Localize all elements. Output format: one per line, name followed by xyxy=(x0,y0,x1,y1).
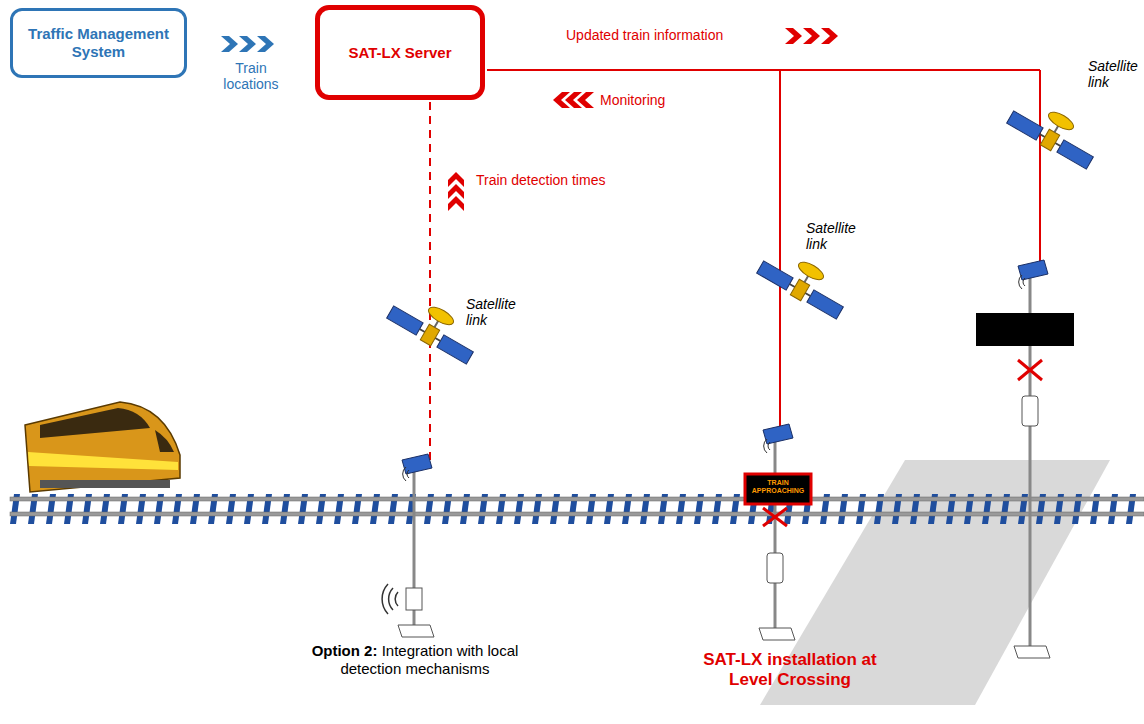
illustration-part xyxy=(25,402,180,492)
illustration-part xyxy=(577,92,594,108)
track xyxy=(10,490,1144,530)
detection-pole xyxy=(382,454,434,637)
chevron xyxy=(221,36,238,52)
illustration-part xyxy=(821,28,838,44)
server-wires xyxy=(430,70,1040,460)
illustration-part xyxy=(565,92,582,108)
link-label: Satellite link xyxy=(466,296,526,328)
system-box: Traffic Management System xyxy=(10,8,187,78)
crossing-pole xyxy=(976,260,1074,658)
option-caption: Option 2: Integration with local detecti… xyxy=(300,642,530,678)
illustration-part xyxy=(448,196,464,211)
crossing-pole xyxy=(745,424,811,640)
illustration-part xyxy=(155,430,174,452)
flow-arrow xyxy=(193,36,309,52)
illustration-part xyxy=(976,313,1074,346)
illustration-part xyxy=(28,452,178,470)
illustration-part xyxy=(553,92,570,108)
option-heading: Option 2: xyxy=(312,642,378,659)
box-title: SAT-LX Server xyxy=(348,44,451,62)
illustration-part xyxy=(763,424,793,444)
chevron xyxy=(257,36,274,52)
link-label: Satellite link xyxy=(806,220,866,252)
illustration-part xyxy=(767,553,783,583)
chevron xyxy=(239,36,256,52)
illustration-part xyxy=(1022,396,1038,426)
illustration-part xyxy=(745,474,811,504)
illustration-part xyxy=(764,439,770,453)
flow-label: Updated train information xyxy=(566,27,786,43)
illustration-part xyxy=(1018,360,1042,380)
satellite xyxy=(756,243,854,321)
edge-label: Train locations xyxy=(211,60,291,92)
installation-caption: SAT-LX installation at Level Crossing xyxy=(690,650,890,690)
illustration-part xyxy=(406,588,422,610)
red-chevrons xyxy=(448,28,838,211)
flow-label: Train detection times xyxy=(476,172,606,188)
illustration-part xyxy=(1018,360,1042,380)
link-label: Satellite link xyxy=(1088,58,1140,90)
illustration-part xyxy=(40,480,170,488)
illustration-part xyxy=(1014,646,1050,658)
illustration-part xyxy=(803,28,820,44)
illustration-part xyxy=(763,508,787,526)
server-box: SAT-LX Server xyxy=(315,5,485,100)
illustration-part xyxy=(1019,275,1025,289)
illustration-part xyxy=(382,584,398,614)
illustration-part xyxy=(402,454,432,474)
illustration-part xyxy=(487,69,1040,71)
train xyxy=(25,402,180,492)
sign-text: TRAIN APPROACHING xyxy=(747,479,809,495)
illustration-part xyxy=(763,508,787,526)
illustration-part xyxy=(1018,260,1048,280)
illustration-part xyxy=(785,28,802,44)
illustration-part xyxy=(10,497,1144,501)
illustration-part xyxy=(403,467,409,481)
illustration-part xyxy=(398,625,434,637)
illustration-part xyxy=(10,512,1144,516)
illustration-part xyxy=(759,628,795,640)
illustration-part xyxy=(779,70,781,440)
satellite xyxy=(1006,93,1104,171)
illustration-part xyxy=(429,102,431,460)
illustration-part xyxy=(40,408,150,438)
illustration-part xyxy=(774,440,777,630)
box-title: Traffic Management System xyxy=(23,25,174,61)
flow-label: Monitoring xyxy=(600,92,710,108)
illustration-part xyxy=(10,490,1144,530)
illustration-part xyxy=(1039,70,1041,268)
